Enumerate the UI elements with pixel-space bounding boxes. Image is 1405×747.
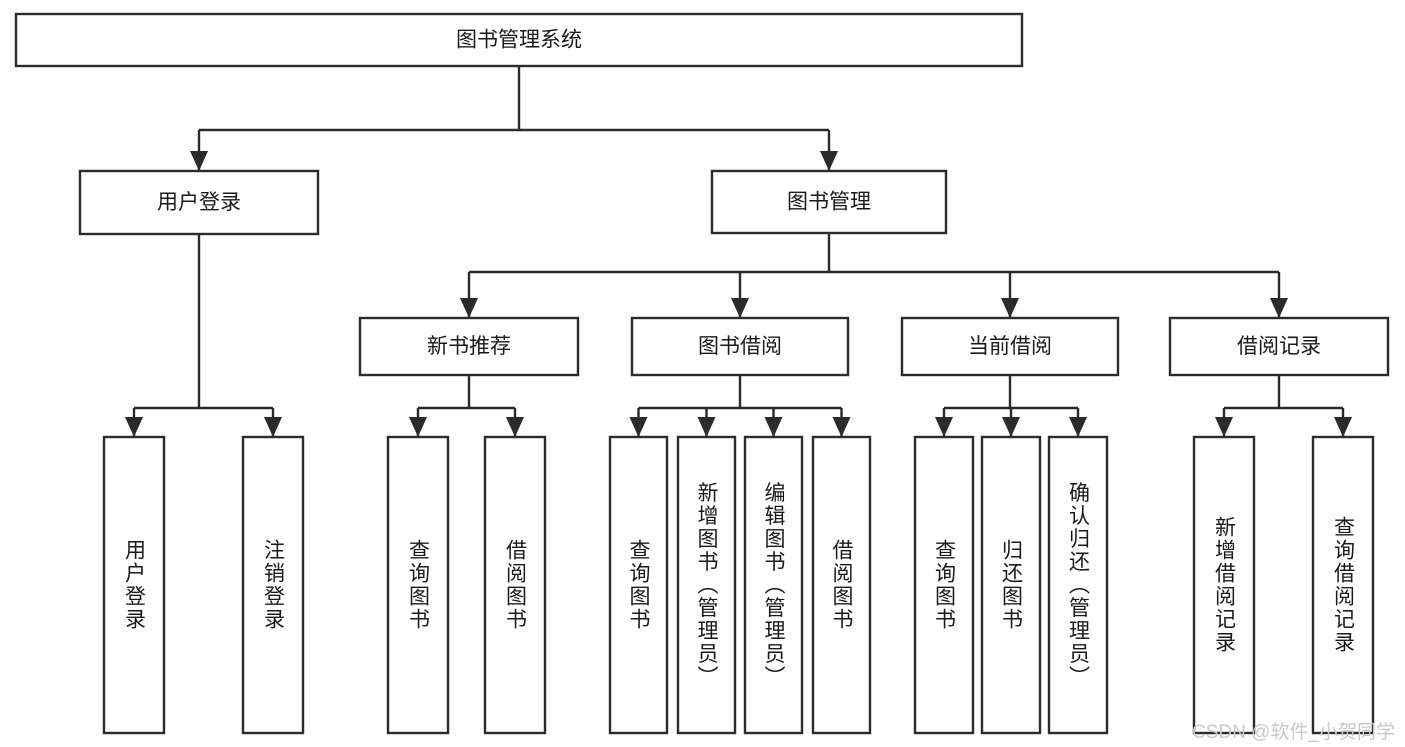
node-leaf-3[interactable]: 借阅图书 (483, 435, 547, 735)
node-label: 新增借阅记录 (1213, 516, 1237, 654)
node-leaf-0[interactable]: 用户登录 (102, 435, 166, 735)
node-label: 归还图书 (1000, 539, 1024, 631)
node-box (483, 435, 547, 735)
node-leaf-10[interactable]: 确认归还（管理员） (1047, 435, 1109, 735)
arrow-head (935, 417, 953, 437)
csdn-watermark: CSDN @软件_小贺同学 (1192, 722, 1395, 743)
node-label: 查询借阅记录 (1332, 516, 1356, 654)
node-label: 新增图书（管理员） (695, 482, 719, 689)
node-level1-0[interactable]: 用户登录 (78, 169, 320, 236)
node-leaf-12[interactable]: 查询借阅记录 (1311, 435, 1375, 735)
node-label: 确认归还（管理员） (1067, 482, 1091, 689)
node-level2-0[interactable]: 新书推荐 (358, 316, 580, 377)
arrow-head (629, 417, 648, 437)
node-label: 借阅记录 (1237, 335, 1321, 358)
node-label: 用户登录 (123, 539, 147, 631)
arrow-head (1001, 298, 1019, 318)
connector-layer (125, 66, 1352, 437)
node-level1-1[interactable]: 图书管理 (710, 169, 948, 235)
node-box (608, 435, 669, 735)
node-leaf-2[interactable]: 查询图书 (386, 435, 450, 735)
arrow-head (125, 417, 143, 437)
arrow-head (1334, 417, 1352, 437)
arrow-head (820, 151, 838, 171)
node-label: 图书借阅 (698, 335, 782, 358)
node-box (1192, 435, 1256, 735)
node-layer: 图书管理系统用户登录图书管理新书推荐图书借阅当前借阅借阅记录用户登录注销登录查询… (14, 12, 1390, 735)
node-label: 查询图书 (407, 539, 431, 631)
arrow-head (409, 417, 427, 437)
node-leaf-4[interactable]: 查询图书 (608, 435, 669, 735)
arrow-head (697, 417, 716, 437)
arrow-head (264, 417, 282, 437)
node-leaf-6[interactable]: 编辑图书（管理员） (743, 435, 804, 735)
arrow-head (1270, 298, 1288, 318)
node-leaf-7[interactable]: 借阅图书 (811, 435, 872, 735)
node-leaf-5[interactable]: 新增图书（管理员） (676, 435, 737, 735)
node-label: 用户登录 (157, 191, 241, 214)
node-box (14, 12, 1024, 68)
node-label: 新书推荐 (427, 335, 511, 358)
node-box (811, 435, 872, 735)
node-level2-3[interactable]: 借阅记录 (1168, 316, 1390, 377)
node-label: 图书管理系统 (456, 29, 582, 52)
arrow-head (460, 298, 478, 318)
node-box (358, 316, 580, 377)
node-label: 图书管理 (787, 191, 871, 214)
node-leaf-11[interactable]: 新增借阅记录 (1192, 435, 1256, 735)
node-label: 借阅图书 (504, 539, 528, 631)
node-box (78, 169, 320, 236)
node-box (1168, 316, 1390, 377)
node-box (241, 435, 305, 735)
node-label: 编辑图书（管理员） (762, 482, 786, 689)
node-box (1047, 435, 1109, 735)
node-label: 借阅图书 (830, 539, 854, 631)
node-leaf-8[interactable]: 查询图书 (913, 435, 975, 735)
node-box (386, 435, 450, 735)
arrow-head (832, 417, 851, 437)
arrow-head (190, 151, 208, 171)
node-label: 注销登录 (262, 539, 286, 631)
node-box (676, 435, 737, 735)
node-label: 查询图书 (933, 539, 957, 631)
node-root-0[interactable]: 图书管理系统 (14, 12, 1024, 68)
node-label: 查询图书 (627, 539, 651, 631)
node-box (102, 435, 166, 735)
node-leaf-1[interactable]: 注销登录 (241, 435, 305, 735)
node-box (980, 435, 1042, 735)
arrow-head (1215, 417, 1233, 437)
node-level2-1[interactable]: 图书借阅 (630, 316, 850, 377)
node-box (913, 435, 975, 735)
arrow-head (731, 298, 749, 318)
node-box (630, 316, 850, 377)
node-box (710, 169, 948, 235)
node-box (743, 435, 804, 735)
node-leaf-9[interactable]: 归还图书 (980, 435, 1042, 735)
arrow-head (506, 417, 524, 437)
node-level2-2[interactable]: 当前借阅 (900, 316, 1120, 377)
node-box (1311, 435, 1375, 735)
arrow-head (1002, 417, 1020, 437)
arrow-head (1069, 417, 1087, 437)
node-label: 当前借阅 (968, 335, 1052, 358)
node-box (900, 316, 1120, 377)
arrow-head (764, 417, 783, 437)
